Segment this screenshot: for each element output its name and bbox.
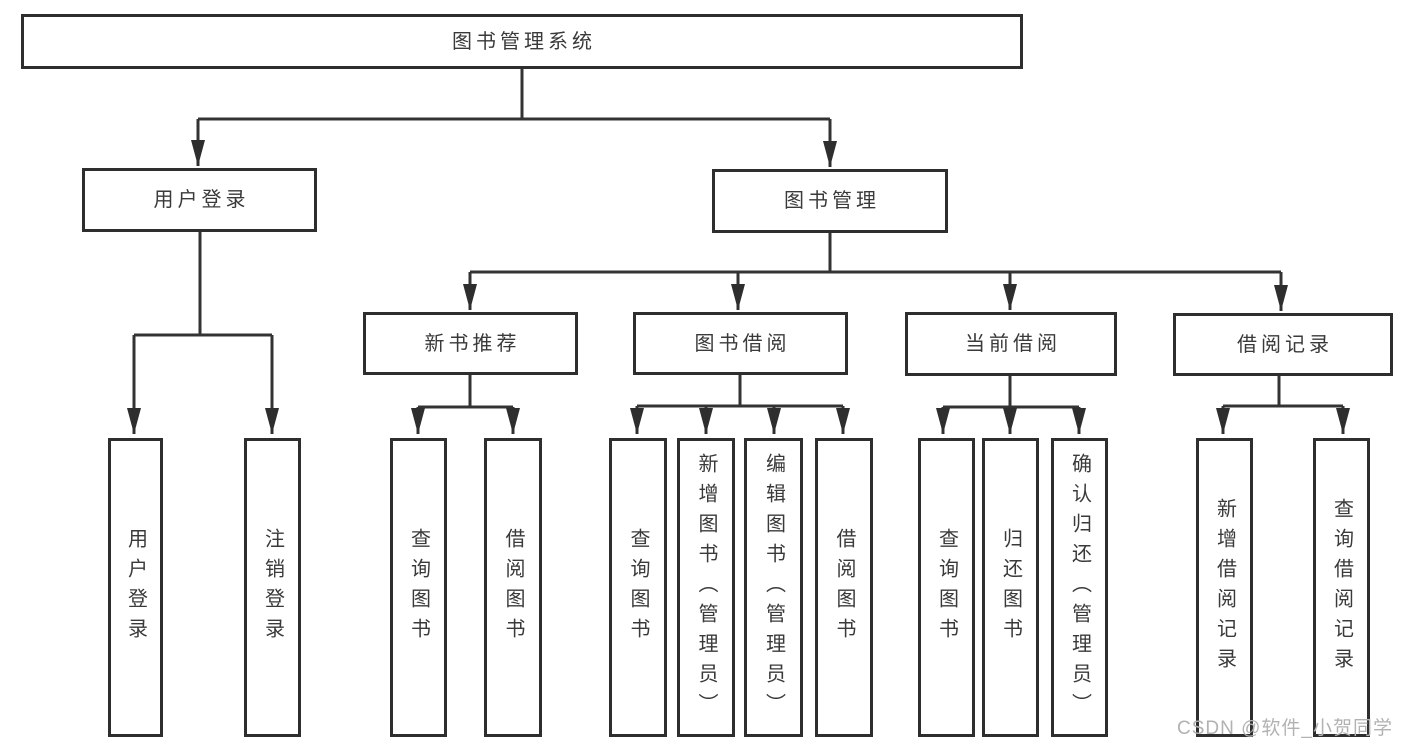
node-label: 新增图书（管理员） [695,452,717,723]
node-label: 借阅图书 [502,527,524,648]
node-user-login-leaf: 用户登录 [108,438,163,737]
connector-book-management-tee [470,233,1281,274]
node-label: 用户登录 [153,189,250,211]
node-label: 借阅记录 [1237,333,1333,356]
node-label: 查询图书 [935,527,958,648]
node-book-borrowing: 图书借阅 [633,312,848,375]
node-user-login: 用户登录 [82,168,317,232]
node-label: 图书管理 [784,190,880,212]
node-new-book-recommend: 新书推荐 [363,312,578,375]
node-label: 当前借阅 [965,333,1061,355]
node-book-management: 图书管理 [712,169,948,233]
node-label: 查询图书 [407,527,430,648]
node-label: 新书推荐 [424,332,521,355]
node-label: 新增借阅记录 [1213,497,1236,678]
node-label: 图书借阅 [694,332,791,355]
node-add-books-admin: 新增图书（管理员） [677,438,735,737]
connector-book-borrowing-tee [637,375,843,408]
node-current-borrowing: 当前借阅 [905,312,1117,376]
node-borrow-books-1: 借阅图书 [484,438,542,737]
node-query-books-2: 查询图书 [609,438,667,737]
watermark: CSDN @软件_小贺同学 [1177,718,1393,739]
node-query-books-1: 查询图书 [390,438,447,737]
node-label: 注销登录 [261,527,284,648]
node-library-management-system: 图书管理系统 [21,14,1023,69]
node-query-books-3: 查询图书 [918,438,975,737]
node-borrow-records: 借阅记录 [1173,313,1393,376]
node-borrow-books-2: 借阅图书 [815,438,873,737]
node-label: 编辑图书（管理员） [762,452,785,723]
node-add-borrow-record: 新增借阅记录 [1196,438,1253,737]
node-return-books: 归还图书 [982,438,1039,737]
node-label: 图书管理系统 [452,30,596,53]
connector-root-tee [198,69,830,121]
connector-current-borrowing-tee [943,376,1079,409]
node-query-borrow-record: 查询借阅记录 [1313,438,1370,737]
node-label: 查询图书 [627,527,649,648]
connector-new-book-tee [418,375,513,409]
node-edit-books-admin: 编辑图书（管理员） [744,438,803,737]
node-label: 归还图书 [999,527,1022,648]
node-label: 借阅图书 [833,527,855,648]
node-label: 确认归还（管理员） [1068,452,1091,723]
connector-borrow-records-tee [1223,376,1343,408]
connector-user-login-tee [134,232,272,337]
node-confirm-return-admin: 确认归还（管理员） [1051,438,1108,737]
node-logout: 注销登录 [244,438,301,737]
node-label: 用户登录 [124,527,147,648]
node-label: 查询借阅记录 [1330,497,1353,678]
